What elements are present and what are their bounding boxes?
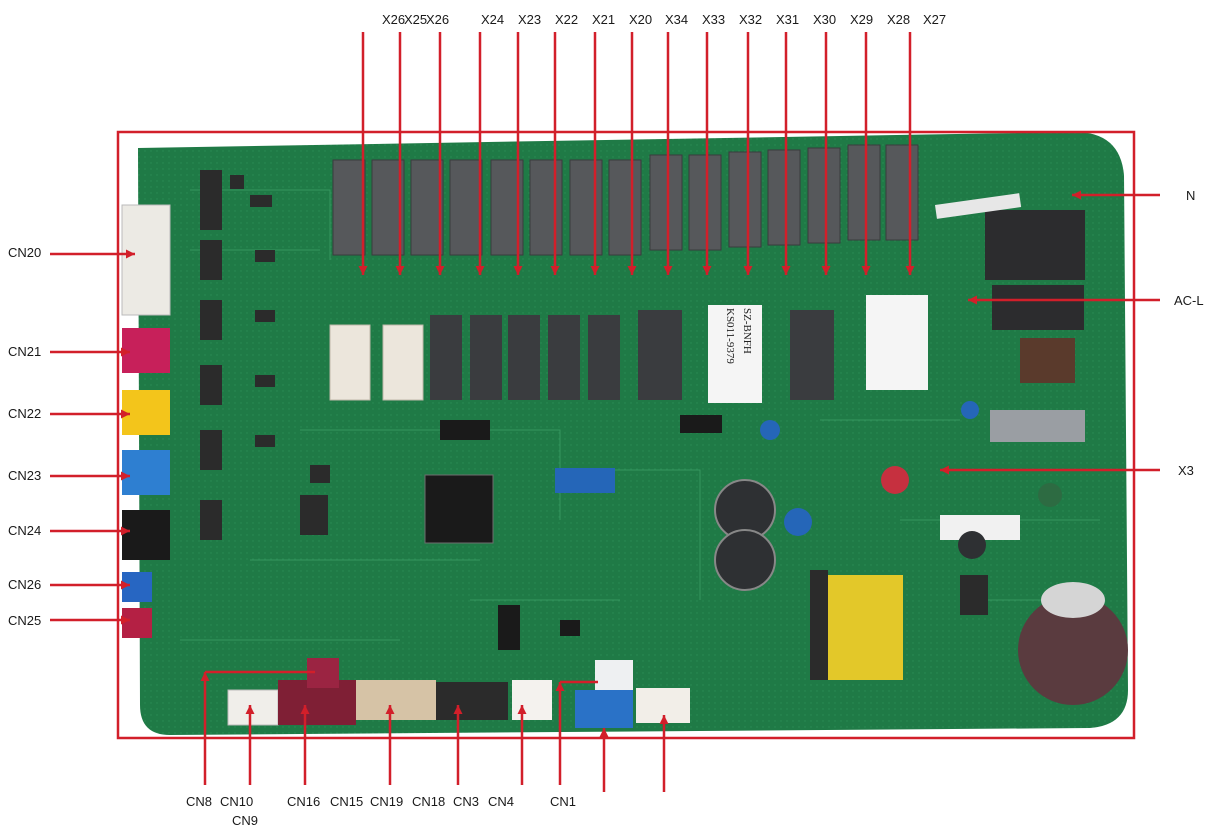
leader-left-3-arrowhead <box>121 409 130 419</box>
leader-top-1-arrowhead <box>358 266 368 275</box>
label-cn23: CN23 <box>8 468 42 483</box>
label-top-15: X28 <box>887 12 911 27</box>
top-relays <box>332 144 919 256</box>
label-top-13: X30 <box>813 12 837 27</box>
label-cn4: CN4 <box>488 794 515 809</box>
stickers: KS011-9379 SZ-BNFH <box>708 295 928 403</box>
highlight-frame <box>116 130 1136 740</box>
leader-cn8-arrowhead <box>200 672 210 681</box>
leader-cn1-arrowhead <box>555 682 565 691</box>
leader-top-7-arrowhead <box>590 266 600 275</box>
label-top-5: X23 <box>518 12 542 27</box>
label-cn10: CN10 <box>220 794 254 809</box>
label-cn22: CN22 <box>8 406 42 421</box>
leader-left-7-arrowhead <box>121 615 130 625</box>
leader-top-12-arrowhead <box>781 266 791 275</box>
leader-top-5-arrowhead <box>513 266 523 275</box>
capacitors <box>714 401 1062 591</box>
leader-cn19-arrowhead <box>385 705 395 714</box>
leader-white-connector-arrowhead <box>659 715 669 724</box>
label-cn1: CN1 <box>550 794 577 809</box>
label-ac-l: AC-L <box>1174 293 1204 308</box>
left-connectors <box>121 204 171 638</box>
label-top-8: X20 <box>629 12 653 27</box>
label-cn16: CN16 <box>287 794 321 809</box>
leader-left-6-arrowhead <box>121 580 130 590</box>
label-cn25: CN25 <box>8 613 42 628</box>
label-cn24: CN24 <box>8 523 42 538</box>
label-top-14: X29 <box>850 12 874 27</box>
label-top-6: X22 <box>555 12 579 27</box>
leader-lines <box>50 32 1160 792</box>
leader-x3-arrowhead <box>940 465 949 475</box>
leader-top-10-arrowhead <box>702 266 712 275</box>
leader-cn4-arrowhead <box>517 705 527 714</box>
leader-top-15-arrowhead <box>905 266 915 275</box>
leader-ac-l-arrowhead <box>968 295 977 305</box>
label-top-12: X31 <box>776 12 800 27</box>
label-cn19: CN19 <box>370 794 404 809</box>
bottom-connectors <box>227 658 690 728</box>
label-cn9: CN9 <box>232 813 259 828</box>
leader-cn3-arrowhead <box>453 705 463 714</box>
label-x3: X3 <box>1178 463 1194 478</box>
leader-left-5-arrowhead <box>121 526 130 536</box>
leader-top-6-arrowhead <box>550 266 560 275</box>
label-cn15: CN15 <box>330 794 364 809</box>
leader-top-13-arrowhead <box>821 266 831 275</box>
leader-top-2-arrowhead <box>395 266 405 275</box>
leader-blue-connector-arrowhead <box>599 728 609 737</box>
label-cn21: CN21 <box>8 344 42 359</box>
leader-cn10-arrowhead <box>245 705 255 714</box>
label-top-1: X26 <box>382 12 406 27</box>
label-cn20: CN20 <box>8 245 42 260</box>
label-cn3: CN3 <box>453 794 480 809</box>
leader-top-9-arrowhead <box>663 266 673 275</box>
leader-top-4-arrowhead <box>475 266 485 275</box>
label-top-16: X27 <box>923 12 947 27</box>
leader-left-2-arrowhead <box>121 347 130 357</box>
label-cn18: CN18 <box>412 794 446 809</box>
leader-top-3-arrowhead <box>435 266 445 275</box>
label-cn26: CN26 <box>8 577 42 592</box>
label-top-11: X32 <box>739 12 763 27</box>
sticker-text-2: SZ-BNFH <box>741 308 753 354</box>
label-top-7: X21 <box>592 12 616 27</box>
label-cn8: CN8 <box>186 794 213 809</box>
leader-top-11-arrowhead <box>743 266 753 275</box>
power-section <box>810 193 1128 705</box>
label-top-9: X34 <box>665 12 689 27</box>
label-top-10: X33 <box>702 12 726 27</box>
mcu-chip <box>424 474 494 544</box>
label-top-2: X25 <box>404 12 428 27</box>
sticker-text-1: KS011-9379 <box>724 308 736 364</box>
label-top-3: X26 <box>426 12 450 27</box>
leader-left-4-arrowhead <box>121 471 130 481</box>
leader-n-arrowhead <box>1072 190 1081 200</box>
leader-left-1-arrowhead <box>126 249 135 259</box>
leader-top-14-arrowhead <box>861 266 871 275</box>
smd-components <box>200 170 330 540</box>
middle-relays <box>329 310 834 401</box>
leader-cn16-arrowhead <box>300 705 310 714</box>
leader-top-8-arrowhead <box>627 266 637 275</box>
label-n: N <box>1186 188 1196 203</box>
label-top-4: X24 <box>481 12 505 27</box>
